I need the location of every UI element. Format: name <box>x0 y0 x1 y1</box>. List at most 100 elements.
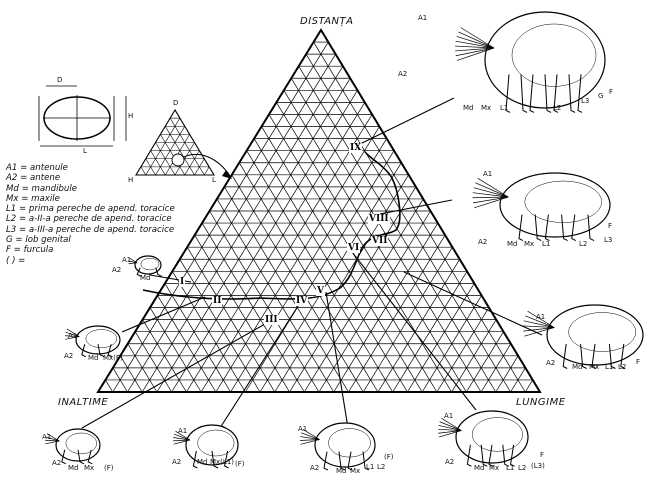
part-label-a2: A2 <box>112 266 122 274</box>
grid-line <box>127 53 336 393</box>
part-label-mx: Mx <box>350 467 361 475</box>
leader-line <box>403 271 543 336</box>
part-label-md: Md <box>88 354 99 362</box>
copepod-drawing <box>173 424 239 469</box>
copepod-illustrations <box>45 11 644 471</box>
grid-line <box>105 379 114 393</box>
legend-item: G = lob genital <box>6 235 71 246</box>
part-label-a2: A2 <box>64 352 74 360</box>
inset-label-l: L <box>212 176 216 184</box>
copepod-drawing <box>128 255 163 277</box>
grid-line <box>290 78 482 393</box>
grid-line <box>230 138 387 393</box>
part-label-f: (F) <box>235 460 245 468</box>
part-label-md: Md <box>197 458 208 466</box>
legend-item: A2 = antene <box>6 173 61 184</box>
inset-arrowhead <box>222 170 232 179</box>
leader-line <box>351 251 477 411</box>
inset-grid-line <box>203 166 210 176</box>
part-label-a1: A1 <box>178 427 188 435</box>
part-label-mx: Mx <box>489 464 500 472</box>
grid-line <box>171 90 358 393</box>
part-label-md: Md <box>68 464 79 472</box>
grid-line <box>245 150 395 393</box>
part-label-l1: L1 <box>366 463 375 471</box>
stage-label-vii: VII <box>371 236 389 246</box>
part-label-a2: A2 <box>445 458 455 466</box>
inset-triangle <box>135 108 232 179</box>
part-label-l1: L1 <box>605 363 614 371</box>
part-label-a2: A2 <box>478 238 488 246</box>
grid-line <box>164 283 231 393</box>
part-label-a2: A2 <box>172 458 182 466</box>
part-label-l2: L2 <box>553 104 562 112</box>
legend-item: ( ) = <box>6 255 26 266</box>
stage-label-iii: III <box>264 315 279 325</box>
inset-label-d: D <box>173 99 179 107</box>
part-label-f: F <box>608 222 613 230</box>
stage-label-i: I <box>179 277 186 287</box>
part-label-a1: A1 <box>536 313 546 321</box>
part-label-a1: A1 <box>298 425 308 433</box>
part-label-md: Md <box>336 467 347 475</box>
legend-item: L1 = prima pereche de apend. toracice <box>6 204 175 215</box>
ternary-grid <box>105 41 533 393</box>
inset-grid-line <box>145 117 181 176</box>
part-label-l2: L2 <box>579 240 588 248</box>
leader-line <box>355 97 455 147</box>
grid-line <box>224 186 349 393</box>
part-label-a1: A1 <box>444 412 454 420</box>
legend-item: L2 = a-II-a pereche de apend. toracice <box>6 214 172 225</box>
inset-grid-line <box>169 117 205 176</box>
part-label-a2: A2 <box>546 359 556 367</box>
grid-line <box>466 331 504 393</box>
grid-line <box>436 307 490 393</box>
part-label-a2: A2 <box>398 70 408 78</box>
legend-item: L3 = a-III-a pereche de apend. toracice <box>6 224 175 235</box>
part-label-l1: L1 <box>542 240 551 248</box>
part-label-f: F <box>540 451 545 459</box>
part-label-l3: L3 <box>581 97 590 105</box>
copepod-drawing <box>455 11 606 113</box>
grid-line <box>179 259 261 393</box>
axis-right-label: LUNGIME <box>516 397 566 408</box>
leader-line <box>379 199 453 215</box>
leader-lines <box>81 97 543 429</box>
legend-item: Md = mandibule <box>6 183 78 194</box>
outline-label-l: L <box>83 147 87 155</box>
part-label-l3: L3 <box>604 236 613 244</box>
leader-line <box>121 296 206 333</box>
stage-label-ix: IX <box>349 143 363 153</box>
part-label-f: F <box>609 88 614 96</box>
grid-line <box>305 53 511 393</box>
grid-line <box>407 283 475 393</box>
copepod-drawing <box>45 428 101 465</box>
part-label-a1: A1 <box>418 14 428 22</box>
part-label-g: G <box>598 92 604 100</box>
stage-label-viii: VIII <box>368 214 390 224</box>
stage-label-vi: VI <box>347 243 361 253</box>
grid-line <box>524 379 533 393</box>
grid-line <box>120 355 143 393</box>
leader-line <box>81 319 273 429</box>
inset-grid-line <box>160 134 186 176</box>
stage-label-iv: IV <box>295 296 309 306</box>
part-label-l1: L1 <box>506 464 515 472</box>
part-label-mx: Mx <box>524 240 535 248</box>
part-label-f: (F) <box>104 464 114 472</box>
inset-grid-line <box>150 150 166 176</box>
legend-item: F = furcula <box>6 245 54 256</box>
grid-line <box>253 138 408 393</box>
grid-line <box>209 210 320 393</box>
part-label-l1: L1 <box>500 104 509 112</box>
outline-label-d: D <box>57 76 63 84</box>
part-label-l2: L2 <box>618 363 627 371</box>
part-label-a1: A1 <box>42 433 52 441</box>
part-label-md: Md <box>507 240 518 248</box>
part-label-mx: Mx <box>481 104 492 112</box>
part-label-f: (F) <box>384 453 394 461</box>
ternary-triangle <box>96 28 542 393</box>
copepod-drawing <box>523 304 644 369</box>
inset-highlight <box>171 153 185 167</box>
grid-line <box>134 331 172 393</box>
